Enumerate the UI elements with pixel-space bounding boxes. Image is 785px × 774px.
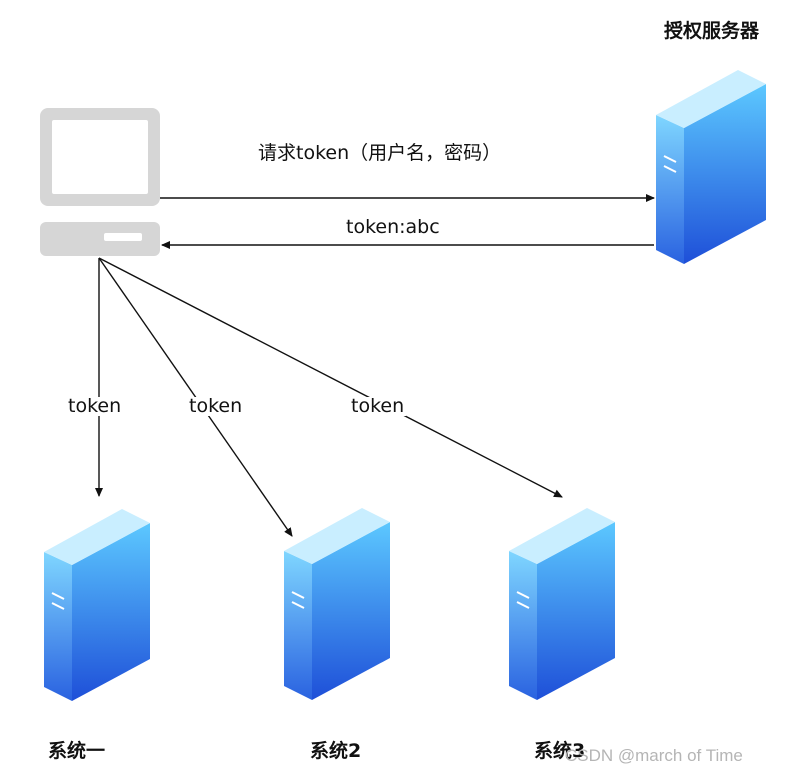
token-label-system2: token <box>187 395 245 417</box>
system1-server-icon <box>44 509 150 701</box>
request-label: 请求token（用户名，密码） <box>258 142 502 164</box>
auth-server-icon <box>656 70 766 264</box>
system3-label: 系统3 <box>534 740 586 762</box>
arrow-to-system3 <box>98 257 563 498</box>
token-label-system1: token <box>66 395 124 417</box>
csdn-watermark: CSDN @march of Time <box>565 746 743 765</box>
system1-label: 系统一 <box>48 740 106 762</box>
system3-server-icon <box>509 508 615 700</box>
auth-server-label: 授权服务器 <box>664 20 760 42</box>
system2-label: 系统2 <box>310 740 362 762</box>
response-label: token:abc <box>346 216 440 238</box>
system2-server-icon <box>284 508 390 700</box>
token-label-system3: token <box>349 395 407 417</box>
client-computer-icon <box>40 108 160 256</box>
